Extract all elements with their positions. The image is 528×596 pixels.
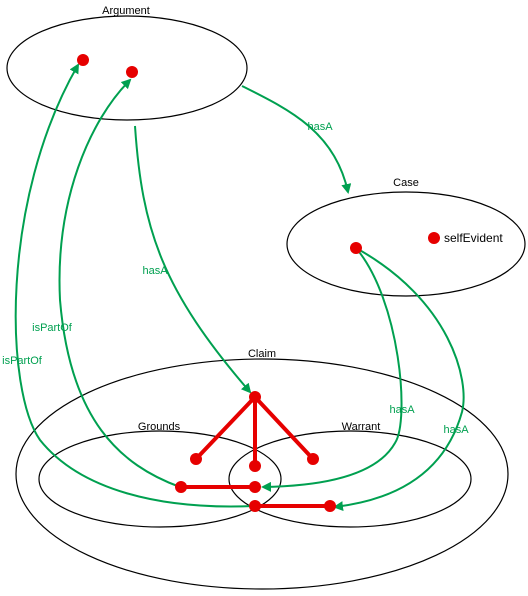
grounds-label: Grounds <box>138 421 181 433</box>
claim-middle-node <box>249 460 261 472</box>
edge-label-case-to-claim-2: hasA <box>443 424 469 436</box>
case-node <box>350 242 362 254</box>
edge-grounds-to-argument-1 <box>58 78 181 488</box>
edge-case-to-claim-1 <box>261 247 403 492</box>
edge-argument-to-case <box>241 85 352 194</box>
claim-root-node <box>249 391 261 403</box>
edge-label-case-to-claim-1: hasA <box>389 404 415 416</box>
grounds-node <box>175 481 187 493</box>
claim-link-left <box>194 395 257 461</box>
self-evident-node <box>428 232 440 244</box>
warrant-node <box>324 500 336 512</box>
claim-link-right <box>253 395 315 461</box>
self-evident-label: selfEvident <box>444 231 503 245</box>
argument-label: Argument <box>102 5 150 17</box>
edge-label-argument-to-case: hasA <box>307 121 333 133</box>
claim-label: Claim <box>248 348 276 360</box>
edge-argument-to-claim <box>134 125 252 394</box>
grounds-ellipse <box>38 430 282 528</box>
edge-label-argument-to-claim: hasA <box>142 265 168 277</box>
claim-left-node <box>190 453 202 465</box>
intersection-node-1 <box>249 481 261 493</box>
case-label: Case <box>393 177 419 189</box>
edge-grounds-to-argument-2 <box>14 63 255 508</box>
edge-label-grounds-to-argument-2: isPartOf <box>2 355 43 367</box>
warrant-label: Warrant <box>342 421 381 433</box>
claim-right-node <box>307 453 319 465</box>
claim-ellipse <box>15 358 509 590</box>
edge-label-grounds-to-argument-1: isPartOf <box>32 322 73 334</box>
case-ellipse <box>286 191 526 297</box>
argument-ellipse <box>6 15 248 121</box>
warrant-ellipse <box>228 430 472 528</box>
argument-node-1 <box>77 54 89 66</box>
intersection-node-2 <box>249 500 261 512</box>
edge-case-to-claim-2 <box>333 247 465 512</box>
argument-node-2 <box>126 66 138 78</box>
